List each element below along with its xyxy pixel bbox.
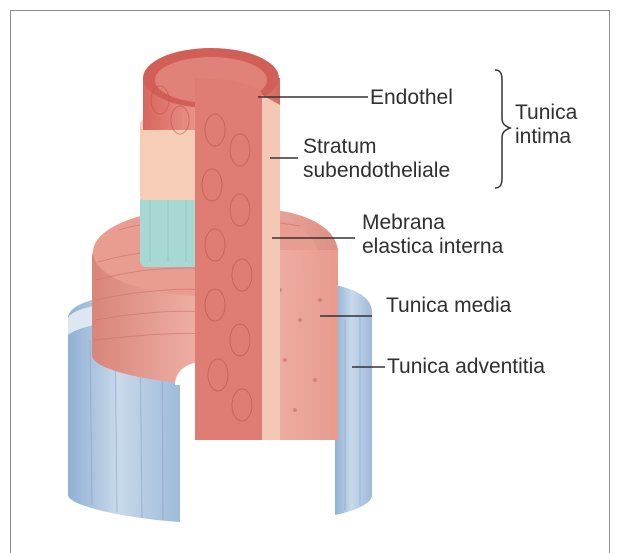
label-endothel: Endothel	[370, 86, 453, 110]
intima-brace	[495, 70, 510, 188]
label-stratum-subendotheliale: Stratum subendotheliale	[303, 135, 450, 183]
label-mebrana-elastica-interna: Mebrana elastica interna	[362, 211, 503, 259]
label-tunica-media: Tunica media	[386, 294, 511, 318]
label-tunica-adventitia: Tunica adventitia	[387, 355, 545, 379]
label-tunica-intima: Tunica intima	[515, 101, 577, 149]
